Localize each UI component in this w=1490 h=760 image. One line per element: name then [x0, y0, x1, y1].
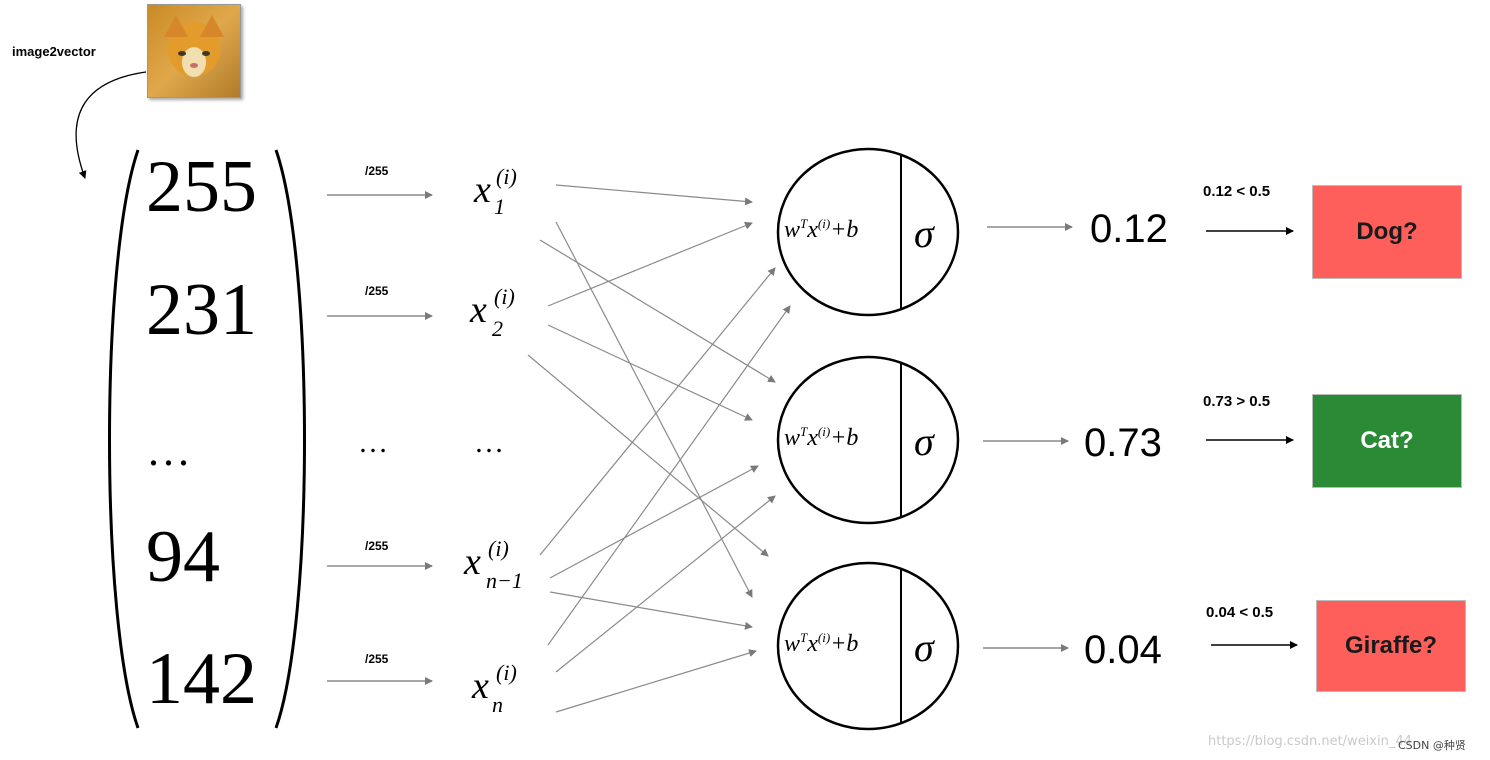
input-to-neuron-connections [527, 184, 791, 713]
neuron-1-sigmoid: σ [914, 211, 934, 256]
image-to-vector-arrow [75, 71, 147, 179]
answer-box-cat: Cat? [1312, 394, 1462, 488]
arrow-ellipsis: … [358, 426, 392, 459]
input-x2: x (i) 2 [470, 284, 515, 341]
matrix-left-bracket [108, 149, 140, 729]
neuron-2-sigmoid: σ [914, 419, 934, 464]
neuron-3-sigmoid: σ [914, 625, 934, 670]
answer-box-giraffe: Giraffe? [1316, 600, 1466, 692]
output-prob-2: 0.73 [1084, 421, 1162, 465]
pixel-value-4: 142 [146, 638, 257, 720]
matrix-right-bracket [274, 149, 306, 729]
threshold-3: 0.04 < 0.5 [1206, 604, 1274, 621]
normalize-arrows [327, 191, 433, 685]
output-prob-3: 0.04 [1084, 628, 1162, 672]
pixel-value-1: 255 [146, 146, 257, 228]
answer-box-dog: Dog? [1312, 185, 1462, 279]
decision-arrows [1206, 227, 1298, 649]
neuron-3-linear: wTx(i)+b [784, 630, 859, 657]
input-x1: x (i) 1 [474, 164, 517, 219]
input-xn: x (i) n [472, 660, 517, 717]
cat-image [147, 4, 241, 98]
neuron-output-arrows [983, 223, 1073, 652]
output-prob-1: 0.12 [1090, 207, 1168, 251]
normalize-label-1: /255 [365, 164, 389, 178]
pixel-value-2: 231 [146, 269, 257, 351]
pixel-value-3: 94 [146, 516, 220, 598]
normalize-label-2: /255 [365, 284, 389, 298]
pixel-value-ellipsis: ... [148, 426, 193, 475]
input-xn-1: x (i) n−1 [464, 536, 523, 593]
input-ellipsis: … [474, 426, 508, 459]
neuron-2-linear: wTx(i)+b [784, 424, 859, 451]
threshold-1: 0.12 < 0.5 [1203, 183, 1271, 200]
watermark-url: https://blog.csdn.net/weixin_44... [1208, 734, 1425, 749]
neuron-1-linear: wTx(i)+b [784, 216, 859, 243]
normalize-label-4: /255 [365, 652, 389, 666]
threshold-2: 0.73 > 0.5 [1203, 393, 1271, 410]
neuron-circles [776, 147, 960, 731]
watermark-credit: CSDN @种贤 [1398, 739, 1466, 752]
normalize-label-3: /255 [365, 539, 389, 553]
image-to-vector-label: image2vector [12, 44, 96, 59]
